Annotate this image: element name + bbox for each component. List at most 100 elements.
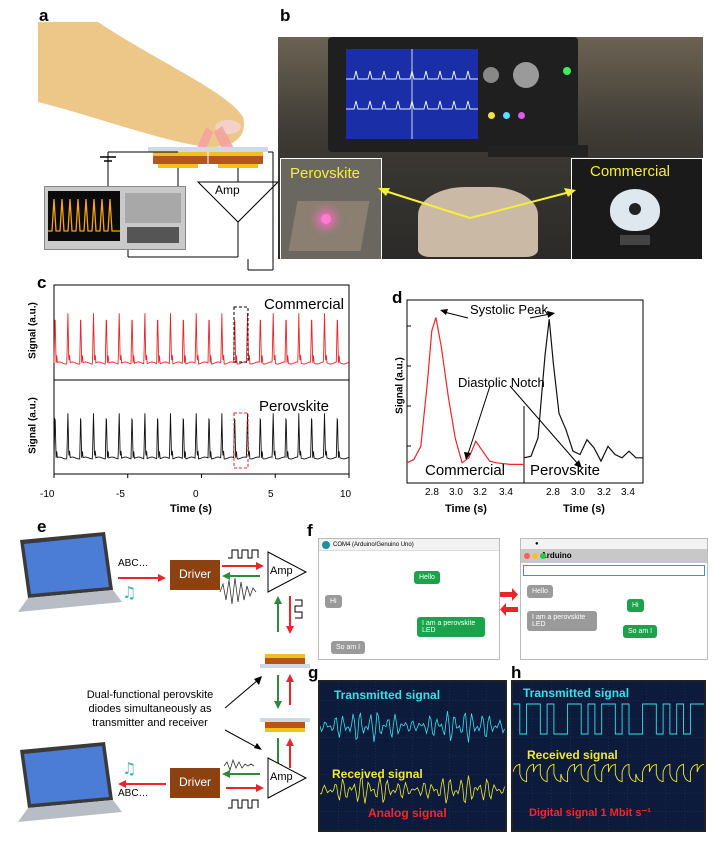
xtick: 2.8 — [546, 487, 560, 498]
panel-d-ylabel: Signal (a.u.) — [394, 357, 406, 414]
chat-bubble: So am I — [623, 625, 658, 638]
panel-label-e: e — [37, 517, 47, 536]
chat-right-titlebar: Arduino — [521, 549, 707, 563]
panel-c-top-label: Commercial — [264, 296, 345, 313]
abc-bottom: ABC… — [118, 788, 149, 799]
amp-triangle-bottom — [267, 757, 308, 799]
chat-left-titlebar: COM4 (Arduino/Genuino Uno) — [319, 539, 499, 551]
chat-bubble: I am a perovskite LED — [527, 611, 597, 631]
diastolic-label: Diastolic Notch — [458, 375, 545, 390]
laptop-top-icon — [18, 532, 122, 612]
scope-h-traces — [513, 682, 704, 830]
exchange-arrows — [500, 588, 518, 616]
scope-trace — [48, 198, 120, 232]
scope-g-traces — [320, 682, 505, 830]
panel-d-xlabel-right: Time (s) — [563, 503, 605, 515]
inset-perovskite-label: Perovskite — [290, 165, 361, 182]
driver-label-bottom: Driver — [179, 775, 211, 789]
panel-label-c: c — [37, 273, 47, 292]
panel-b-arrows — [378, 188, 576, 219]
xtick: 0 — [193, 489, 199, 500]
perovskite-highlight-box — [233, 412, 249, 469]
panel-c-ylabel-bottom: Signal (a.u.) — [27, 397, 39, 454]
rx-trace — [513, 763, 704, 783]
panel-c-ylabel-top: Signal (a.u.) — [27, 302, 39, 359]
zoom-icon[interactable] — [540, 553, 546, 559]
laptop-bottom-icon — [18, 742, 122, 822]
amp-triangle — [196, 181, 278, 223]
scope-g-tx: Transmitted signal — [334, 688, 441, 702]
xtick: 5 — [268, 489, 274, 500]
tx-trace — [320, 711, 505, 743]
panel-c-xlabel: Time (s) — [170, 503, 212, 515]
xtick: 3.4 — [499, 487, 513, 498]
chat-window-right: ● Arduino Hello I am a perovskite LED Hi… — [520, 538, 708, 660]
panel-label-b: b — [280, 6, 291, 25]
scope-g-type: Analog signal — [368, 806, 447, 820]
arduino-icon — [322, 541, 330, 549]
music-note-icon: ♫ — [122, 759, 136, 778]
tx-trace — [513, 703, 704, 735]
series-commercial — [406, 317, 524, 465]
panel-d-commercial: Commercial — [425, 462, 506, 479]
scope-h: Transmitted signal Received signal Digit… — [511, 680, 706, 832]
message-input[interactable] — [523, 565, 705, 576]
close-icon[interactable] — [524, 553, 530, 559]
series-commercial — [53, 313, 350, 365]
inset-commercial — [571, 158, 703, 260]
amp-label-e-bottom: Amp — [270, 771, 293, 783]
xtick: 3.2 — [597, 487, 611, 498]
panel-e-description: Dual-functional perovskite diodes simult… — [86, 689, 214, 729]
scope-h-tx: Transmitted signal — [523, 686, 630, 700]
scope-h-rx: Received signal — [527, 748, 618, 762]
panel-d-chart — [406, 299, 644, 484]
xtick: 3.0 — [571, 487, 585, 498]
commercial-highlight-box — [233, 306, 249, 363]
xtick: 3.4 — [621, 487, 635, 498]
chat-bubble: Hello — [527, 585, 553, 598]
xtick: 10 — [340, 489, 352, 500]
xtick: 3.2 — [473, 487, 487, 498]
amp-label-e-top: Amp — [270, 565, 293, 577]
amp-label-a: Amp — [215, 183, 240, 197]
panel-c-bottom-frame — [53, 379, 350, 475]
driver-box-top — [170, 560, 220, 590]
chat-bubble: Hi — [627, 599, 644, 612]
rx-trace — [320, 775, 505, 804]
chat-bubble: Hi — [325, 595, 342, 608]
music-note-icon: ♫ — [122, 583, 136, 602]
minimize-icon[interactable] — [532, 553, 538, 559]
chat-window-left: COM4 (Arduino/Genuino Uno) Hello Hi I am… — [318, 538, 500, 660]
inset-commercial-label: Commercial — [590, 163, 671, 180]
panel-c-chart — [53, 284, 350, 478]
panel-label-a: a — [39, 6, 49, 25]
driver-label-top: Driver — [179, 567, 211, 581]
chat-bubble: I am a perovskite LED — [417, 617, 485, 637]
panel-label-d: d — [392, 288, 403, 307]
apple-icon: ● — [535, 541, 539, 547]
panel-d-xlabel-left: Time (s) — [445, 503, 487, 515]
device-substrate — [148, 147, 268, 152]
panel-e-diagram: ♫ ♫ — [18, 532, 310, 822]
finger — [38, 22, 244, 147]
systolic-label: Systolic Peak — [470, 302, 549, 317]
xtick: -10 — [40, 489, 55, 500]
xtick: -5 — [116, 489, 125, 500]
scope-h-type: Digital signal 1 Mbit s⁻¹ — [529, 807, 651, 819]
abc-top: ABC… — [118, 558, 149, 569]
panel-label-h: h — [511, 663, 522, 682]
chat-bubble: Hello — [414, 571, 440, 584]
scope-g-rx: Received signal — [332, 767, 423, 781]
panel-label-f: f — [307, 521, 313, 540]
panel-d-frame — [406, 299, 644, 484]
scope-screen — [346, 49, 478, 139]
amp-triangle-top — [267, 551, 308, 593]
xtick: 3.0 — [449, 487, 463, 498]
chat-bubble: So am I — [331, 641, 366, 654]
series-perovskite — [523, 319, 643, 463]
inset-perovskite — [280, 158, 382, 260]
xtick: 2.8 — [425, 487, 439, 498]
panel-d-perovskite: Perovskite — [530, 462, 601, 479]
panel-c-bottom-label: Perovskite — [259, 398, 330, 415]
oscilloscope-photo — [44, 186, 186, 250]
